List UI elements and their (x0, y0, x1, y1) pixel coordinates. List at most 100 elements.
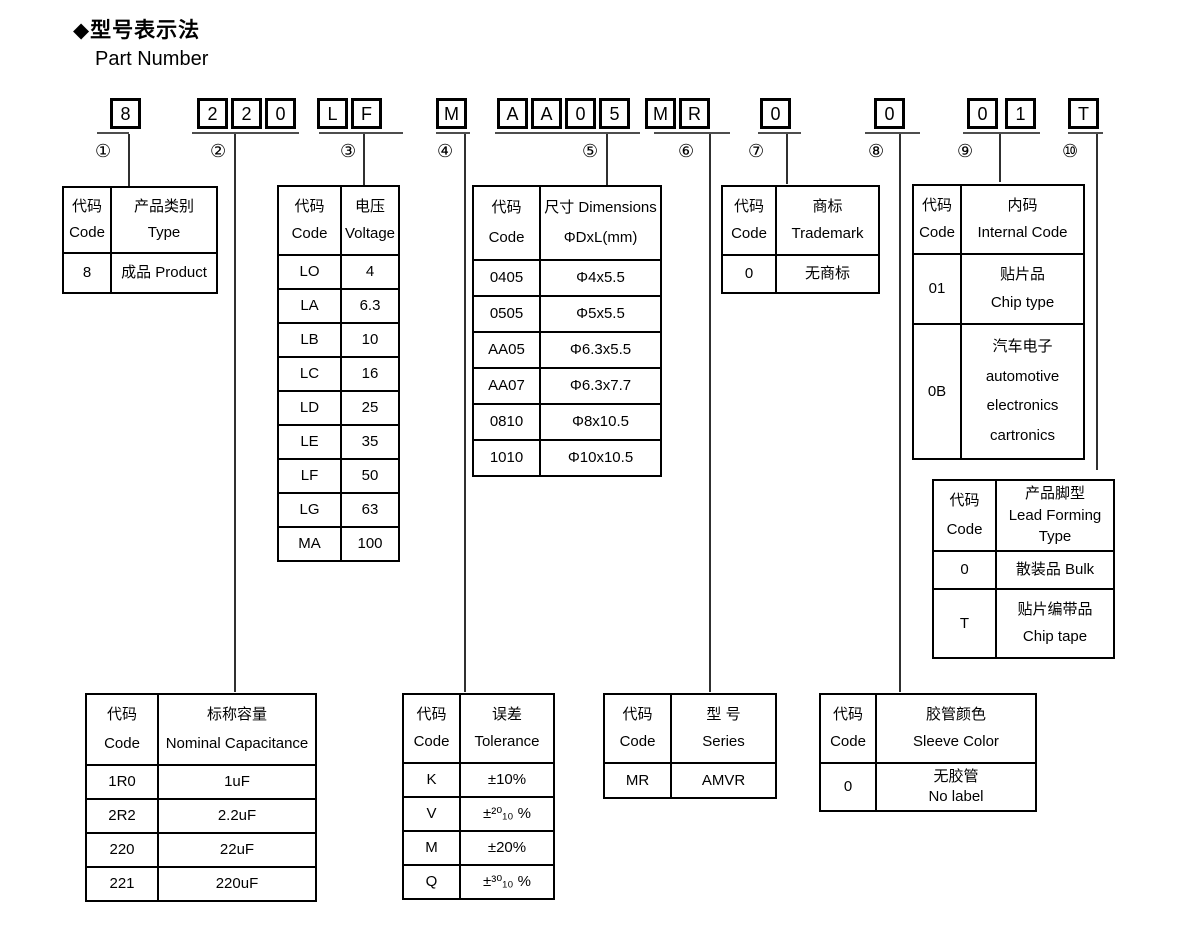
cell-line: 散装品 Bulk (1015, 561, 1095, 578)
code-cell: K (404, 764, 459, 796)
cell-line: 内码 (1007, 196, 1038, 214)
desc-cell: Φ5x5.5 (539, 297, 660, 331)
group-underline (865, 132, 920, 134)
group-underline (963, 132, 1040, 134)
desc-cell: 220uF (157, 868, 315, 900)
cell-line: automotive (985, 367, 1060, 385)
code-cell: LF (279, 460, 340, 492)
cell-line: 0505 (489, 305, 524, 322)
cell-line: 2R2 (108, 807, 136, 824)
desc-cell: 6.3 (340, 290, 398, 322)
cell-line: 2.2uF (217, 807, 257, 824)
dimensions-table: 代码 Code 尺寸 Dimensions ΦDxL(mm) 0405 Φ4x5… (472, 185, 662, 477)
part-char-box: L (317, 98, 348, 129)
cell-line: Voltage (344, 225, 396, 243)
code-cell: MR (605, 764, 670, 797)
cell-line: 产品脚型 (1024, 485, 1085, 503)
cell-line: AA05 (488, 341, 525, 358)
code-cell: AA07 (474, 369, 539, 403)
code-cell: 220 (87, 834, 157, 866)
cell-line: V (426, 805, 437, 822)
table-header-row: 代码 Code 尺寸 Dimensions ΦDxL(mm) (474, 187, 660, 259)
cell-line: 50 (361, 467, 379, 484)
cell-line: AMVR (701, 771, 746, 789)
table-header-row: 代码 Code 胶管颜色 Sleeve Color (821, 695, 1035, 762)
cell-line: Code (69, 224, 105, 242)
desc-cell: 2.2uF (157, 800, 315, 832)
desc-cell: 25 (340, 392, 398, 424)
cell-line: 22uF (219, 841, 255, 858)
code-cell: Q (404, 866, 459, 898)
desc-header-cell: 误差 Tolerance (459, 695, 553, 762)
table-row: T 贴片编带品 Chip tape (934, 588, 1113, 657)
connector-line (709, 134, 711, 692)
table-row: LO 4 (279, 254, 398, 288)
table-row: 01 贴片品 Chip type (914, 253, 1083, 323)
table-row: MR AMVR (605, 762, 775, 797)
code-cell: 221 (87, 868, 157, 900)
group-marker: ⑨ (957, 141, 974, 161)
cell-line: LO (299, 263, 320, 280)
code-cell: 1010 (474, 441, 539, 475)
cell-line: ±²⁰₁₀ % (482, 805, 532, 822)
group-marker: ④ (437, 141, 454, 161)
desc-cell: ±20% (459, 832, 553, 864)
cell-line: 误差 (491, 705, 522, 723)
cell-line: ±20% (487, 839, 527, 856)
cell-line: LG (299, 501, 320, 518)
cell-line: 标称容量 (206, 706, 267, 724)
desc-cell: ±²⁰₁₀ % (459, 798, 553, 830)
group-underline (1068, 132, 1103, 134)
part-char-box: 2 (231, 98, 262, 129)
cell-line: 成品 Product (121, 264, 207, 281)
group-underline (97, 132, 129, 134)
table-row: 220 22uF (87, 832, 315, 866)
code-header-cell: 代码 Code (723, 187, 775, 254)
part-char-box: A (497, 98, 528, 129)
group-underline (758, 132, 801, 134)
cell-line: Code (946, 520, 983, 538)
cell-line: 代码 (491, 199, 522, 217)
part-char-box: 2 (197, 98, 228, 129)
desc-header-cell: 型 号 Series (670, 695, 775, 762)
voltage-table: 代码 Code 电压 Voltage LO 4 LA 6.3 LB 10 LC … (277, 185, 400, 562)
part-char-box: R (679, 98, 710, 129)
connector-line (363, 134, 365, 186)
desc-cell: Φ10x10.5 (539, 441, 660, 475)
cell-line: MR (625, 771, 650, 789)
cell-line: 贴片编带品 (1017, 600, 1093, 618)
desc-cell: ±10% (459, 764, 553, 796)
cell-line: 产品类别 (133, 197, 194, 215)
part-char-box: F (351, 98, 382, 129)
code-cell: AA05 (474, 333, 539, 367)
cell-line: 无胶管 (933, 767, 979, 785)
code-cell: LB (279, 324, 340, 356)
connector-line (1096, 134, 1098, 470)
cell-line: Tolerance (474, 733, 540, 751)
table-row: LA 6.3 (279, 288, 398, 322)
code-cell: 0 (723, 256, 775, 292)
cell-line: 10 (361, 331, 379, 348)
desc-cell: 贴片编带品 Chip tape (995, 590, 1113, 657)
cell-line: cartronics (989, 427, 1056, 445)
table-header-row: 代码 Code 产品脚型 Lead Forming Type (934, 481, 1113, 550)
cell-line: 220 (109, 841, 135, 858)
connector-line (464, 134, 466, 692)
cell-line: 代码 (622, 705, 653, 723)
code-cell: 0810 (474, 405, 539, 439)
cell-line: Type (147, 224, 181, 242)
part-char-box: 0 (760, 98, 791, 129)
table-row: AA05 Φ6.3x5.5 (474, 331, 660, 367)
cell-line: 代码 (294, 197, 325, 215)
cell-line: 贴片品 (999, 266, 1045, 283)
table-row: 8 成品 Product (64, 252, 216, 292)
desc-cell: Φ6.3x5.5 (539, 333, 660, 367)
cell-line: Sleeve Color (913, 733, 999, 751)
part-char-box: A (531, 98, 562, 129)
cell-line: 代码 (106, 706, 137, 724)
desc-header-cell: 标称容量 Nominal Capacitance (157, 695, 315, 764)
code-header-cell: 代码 Code (87, 695, 157, 764)
table-header-row: 代码 Code 型 号 Series (605, 695, 775, 762)
desc-cell: Φ6.3x7.7 (539, 369, 660, 403)
